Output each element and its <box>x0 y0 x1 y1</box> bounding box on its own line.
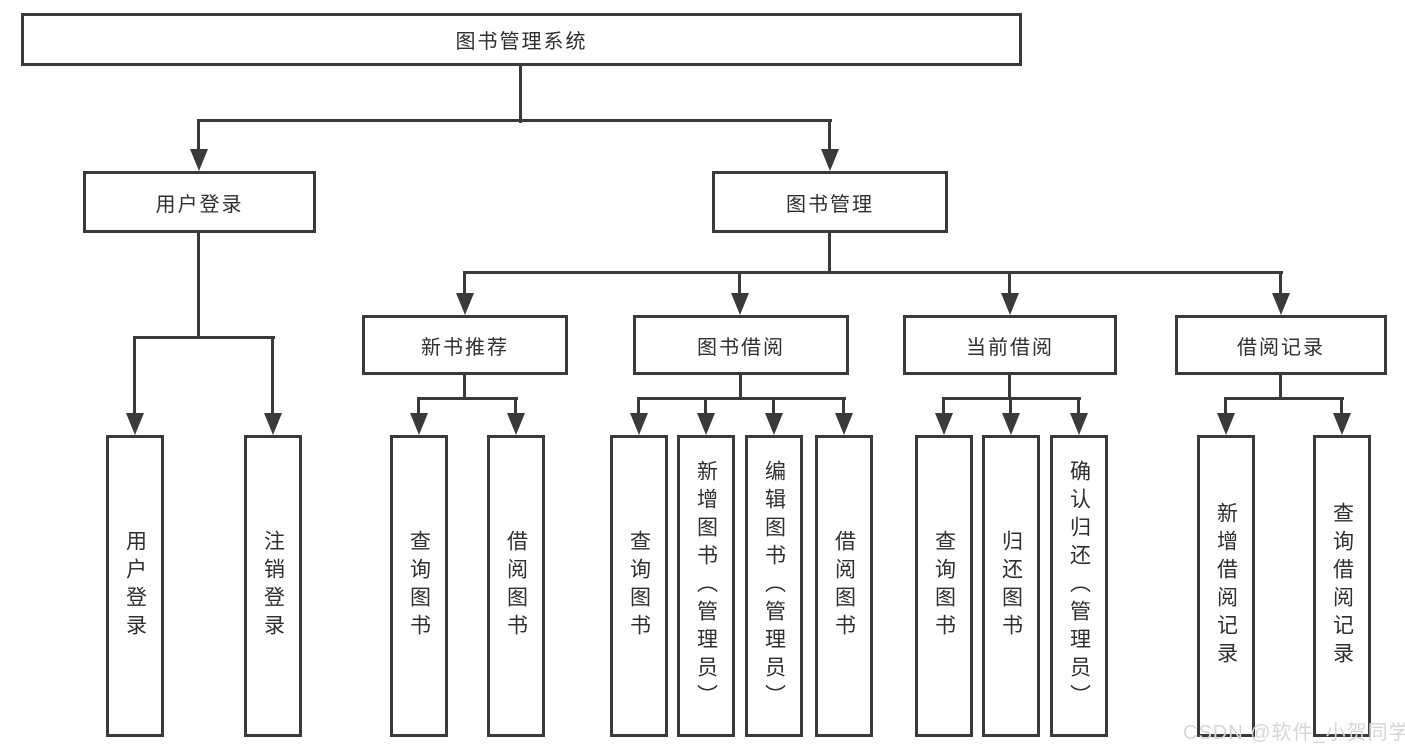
arrow-down-icon <box>264 413 282 435</box>
connector-line <box>133 338 136 418</box>
connector-line <box>197 119 832 122</box>
arrow-down-icon <box>765 413 783 435</box>
node-label: 新增借阅记录 <box>1214 502 1238 670</box>
node-current-borrow: 当前借阅 <box>903 315 1117 375</box>
arrow-down-icon <box>1070 413 1088 435</box>
connector-line <box>1009 399 1012 417</box>
node-label: 新书推荐 <box>421 336 509 359</box>
node-borrow-records: 借阅记录 <box>1175 315 1387 375</box>
connector-line <box>519 65 522 123</box>
node-root: 图书管理系统 <box>21 13 1022 66</box>
leaf-confirm-return-admin: 确认归还（管理员） <box>1050 435 1108 737</box>
connector-line <box>1279 374 1282 399</box>
connector-line <box>738 273 741 299</box>
node-label: 用户登录 <box>123 530 147 642</box>
connector-line <box>133 336 275 339</box>
leaf-return-books: 归还图书 <box>982 435 1040 737</box>
node-label: 注销登录 <box>261 530 285 642</box>
leaf-borrow-books-1: 借阅图书 <box>487 435 545 737</box>
node-label: 归还图书 <box>999 530 1023 642</box>
csdn-watermark: CSDN @软件_小贺同学 <box>1183 722 1405 744</box>
connector-line <box>637 399 640 417</box>
leaf-add-books-admin: 新增图书（管理员） <box>677 435 735 737</box>
connector-line <box>417 397 518 400</box>
node-label: 编辑图书（管理员） <box>762 460 786 712</box>
connector-line <box>828 121 831 155</box>
leaf-edit-books-admin: 编辑图书（管理员） <box>745 435 803 737</box>
node-label: 借阅图书 <box>504 530 528 642</box>
connector-line <box>942 397 1081 400</box>
arrow-down-icon <box>1001 293 1019 315</box>
connector-line <box>942 399 945 417</box>
arrow-down-icon <box>410 413 428 435</box>
leaf-user-login: 用户登录 <box>106 435 164 737</box>
connector-line <box>1008 273 1011 299</box>
connector-line <box>463 271 1283 274</box>
arrow-down-icon <box>1217 413 1235 435</box>
node-label: 图书管理 <box>786 193 874 216</box>
connector-line <box>463 374 466 399</box>
connector-line <box>772 399 775 417</box>
arrow-down-icon <box>1002 413 1020 435</box>
leaf-query-books-2: 查询图书 <box>610 435 668 737</box>
arrow-down-icon <box>1272 293 1290 315</box>
node-label: 查询图书 <box>627 530 651 642</box>
connector-line <box>463 273 466 299</box>
connector-line <box>1279 273 1282 299</box>
leaf-borrow-books-2: 借阅图书 <box>815 435 873 737</box>
arrow-down-icon <box>1333 413 1351 435</box>
connector-line <box>197 121 200 155</box>
node-book-management: 图书管理 <box>712 171 948 233</box>
arrow-down-icon <box>190 149 208 171</box>
arrow-down-icon <box>630 413 648 435</box>
connector-line <box>828 232 831 273</box>
connector-line <box>417 399 420 417</box>
leaf-add-borrow-record: 新增借阅记录 <box>1197 435 1255 737</box>
leaf-query-borrow-record: 查询借阅记录 <box>1313 435 1371 737</box>
arrow-down-icon <box>126 413 144 435</box>
node-label: 借阅记录 <box>1237 336 1325 359</box>
node-label: 查询图书 <box>932 530 956 642</box>
node-book-borrow: 图书借阅 <box>633 315 849 375</box>
node-new-book-recommend: 新书推荐 <box>362 315 568 375</box>
arrow-down-icon <box>935 413 953 435</box>
node-label: 图书管理系统 <box>455 31 588 53</box>
arrow-down-icon <box>835 413 853 435</box>
connector-line <box>1224 399 1227 417</box>
connector-line <box>704 399 707 417</box>
connector-line <box>197 232 200 338</box>
connector-line <box>1340 399 1343 417</box>
leaf-query-books-1: 查询图书 <box>390 435 448 737</box>
connector-line <box>637 397 846 400</box>
arrow-down-icon <box>697 413 715 435</box>
connector-line <box>1077 399 1080 417</box>
arrow-down-icon <box>731 293 749 315</box>
connector-line <box>514 399 517 417</box>
node-label: 查询借阅记录 <box>1330 502 1354 670</box>
node-label: 借阅图书 <box>832 530 856 642</box>
node-label: 用户登录 <box>155 193 244 216</box>
leaf-query-books-3: 查询图书 <box>915 435 973 737</box>
arrow-down-icon <box>456 293 474 315</box>
arrow-down-icon <box>821 149 839 171</box>
node-label: 确认归还（管理员） <box>1067 460 1091 712</box>
connector-line <box>271 338 274 418</box>
node-label: 当前借阅 <box>966 336 1054 359</box>
connector-line <box>1008 374 1011 399</box>
leaf-logout: 注销登录 <box>244 435 302 737</box>
node-label: 图书借阅 <box>697 336 785 359</box>
node-label: 查询图书 <box>407 530 431 642</box>
connector-line <box>1224 397 1344 400</box>
node-label: 新增图书（管理员） <box>694 460 718 712</box>
arrow-down-icon <box>507 413 525 435</box>
node-user-login: 用户登录 <box>83 171 316 233</box>
connector-line <box>739 374 742 399</box>
connector-line <box>842 399 845 417</box>
